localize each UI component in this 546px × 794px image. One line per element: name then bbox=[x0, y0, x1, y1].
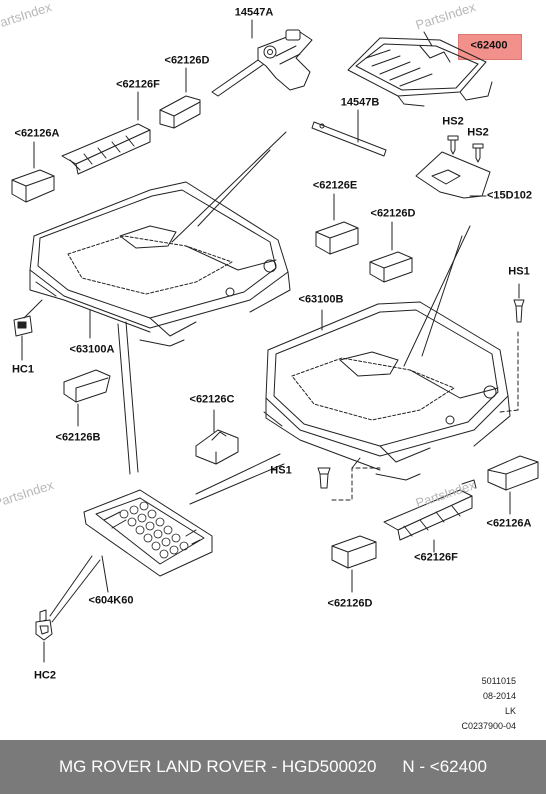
part-hc1-bracket bbox=[13, 299, 43, 361]
footer-part-code: N - <62400 bbox=[402, 757, 487, 776]
highlight-box bbox=[458, 34, 522, 60]
label-63100a[interactable]: <63100A bbox=[69, 343, 115, 356]
part-62126a-right-cover bbox=[487, 455, 539, 515]
label-hs1-mid[interactable]: HS1 bbox=[270, 464, 292, 477]
part-15d102-plate bbox=[415, 151, 491, 199]
part-hc2-clip bbox=[35, 555, 101, 663]
footer-bar: MG ROVER LAND ROVER - HGD500020 N - <624… bbox=[0, 740, 546, 794]
label-62126d-bottom[interactable]: <62126D bbox=[327, 597, 373, 610]
part-hs1-right-bolt bbox=[513, 283, 525, 323]
label-15d102[interactable]: <15D102 bbox=[487, 189, 532, 202]
part-hs2-bolts bbox=[447, 135, 484, 163]
label-62126d-top[interactable]: <62126D bbox=[164, 54, 210, 67]
part-604k60-seat-pan bbox=[83, 321, 285, 593]
label-hc2[interactable]: HC2 bbox=[33, 669, 57, 682]
part-63100a-seat-frame bbox=[29, 131, 291, 347]
label-hc1[interactable]: HC1 bbox=[11, 363, 35, 376]
part-14547b-bar bbox=[311, 109, 387, 157]
label-62126f-bottom[interactable]: <62126F bbox=[414, 551, 458, 564]
label-62126b[interactable]: <62126B bbox=[55, 431, 101, 444]
label-hs2-b[interactable]: HS2 bbox=[467, 126, 489, 139]
part-62126d-bottom-cover bbox=[331, 535, 377, 593]
label-62400[interactable]: <62400 bbox=[470, 39, 508, 52]
label-62126a-right[interactable]: <62126A bbox=[486, 517, 532, 530]
ref-date: 08-2014 bbox=[482, 691, 516, 701]
label-62126e[interactable]: <62126E bbox=[312, 179, 358, 192]
part-62126c-cover bbox=[195, 409, 239, 465]
footer-brand: MG ROVER LAND ROVER - HGD500020 bbox=[58, 757, 377, 776]
part-14547a-adjuster bbox=[211, 19, 313, 97]
label-62126f-top[interactable]: <62126F bbox=[116, 78, 160, 91]
ref-number: 5011015 bbox=[481, 676, 516, 686]
label-hs1-right[interactable]: HS1 bbox=[508, 265, 530, 278]
label-62126a-left[interactable]: <62126A bbox=[14, 127, 60, 140]
label-63100b[interactable]: <63100B bbox=[298, 293, 344, 306]
part-62126f-top-trim bbox=[61, 91, 151, 175]
part-62126d-top-clip bbox=[159, 67, 201, 129]
part-hs1-mid-bolt bbox=[317, 457, 381, 501]
part-63100b-seat-frame bbox=[263, 225, 519, 481]
part-62126f-bottom-trim bbox=[383, 479, 477, 553]
part-62126b-cover bbox=[63, 369, 111, 427]
mesh-pattern bbox=[119, 501, 189, 559]
part-62400-wire-frame bbox=[347, 31, 493, 107]
exploded-parts-diagram bbox=[11, 19, 539, 663]
label-hs2-a[interactable]: HS2 bbox=[442, 115, 464, 128]
label-62126d-mid[interactable]: <62126D bbox=[370, 207, 416, 220]
label-604k60[interactable]: <604K60 bbox=[88, 594, 134, 607]
label-14547b[interactable]: 14547B bbox=[340, 96, 380, 109]
part-62126a-left-cover bbox=[11, 141, 55, 203]
ref-code: C0237900-04 bbox=[461, 721, 516, 731]
label-62126c[interactable]: <62126C bbox=[189, 393, 235, 406]
part-62126d-mid-cover bbox=[369, 221, 413, 283]
ref-initials: LK bbox=[504, 706, 516, 716]
label-14547a[interactable]: 14547A bbox=[234, 6, 274, 19]
part-62126e-cover bbox=[315, 193, 359, 255]
